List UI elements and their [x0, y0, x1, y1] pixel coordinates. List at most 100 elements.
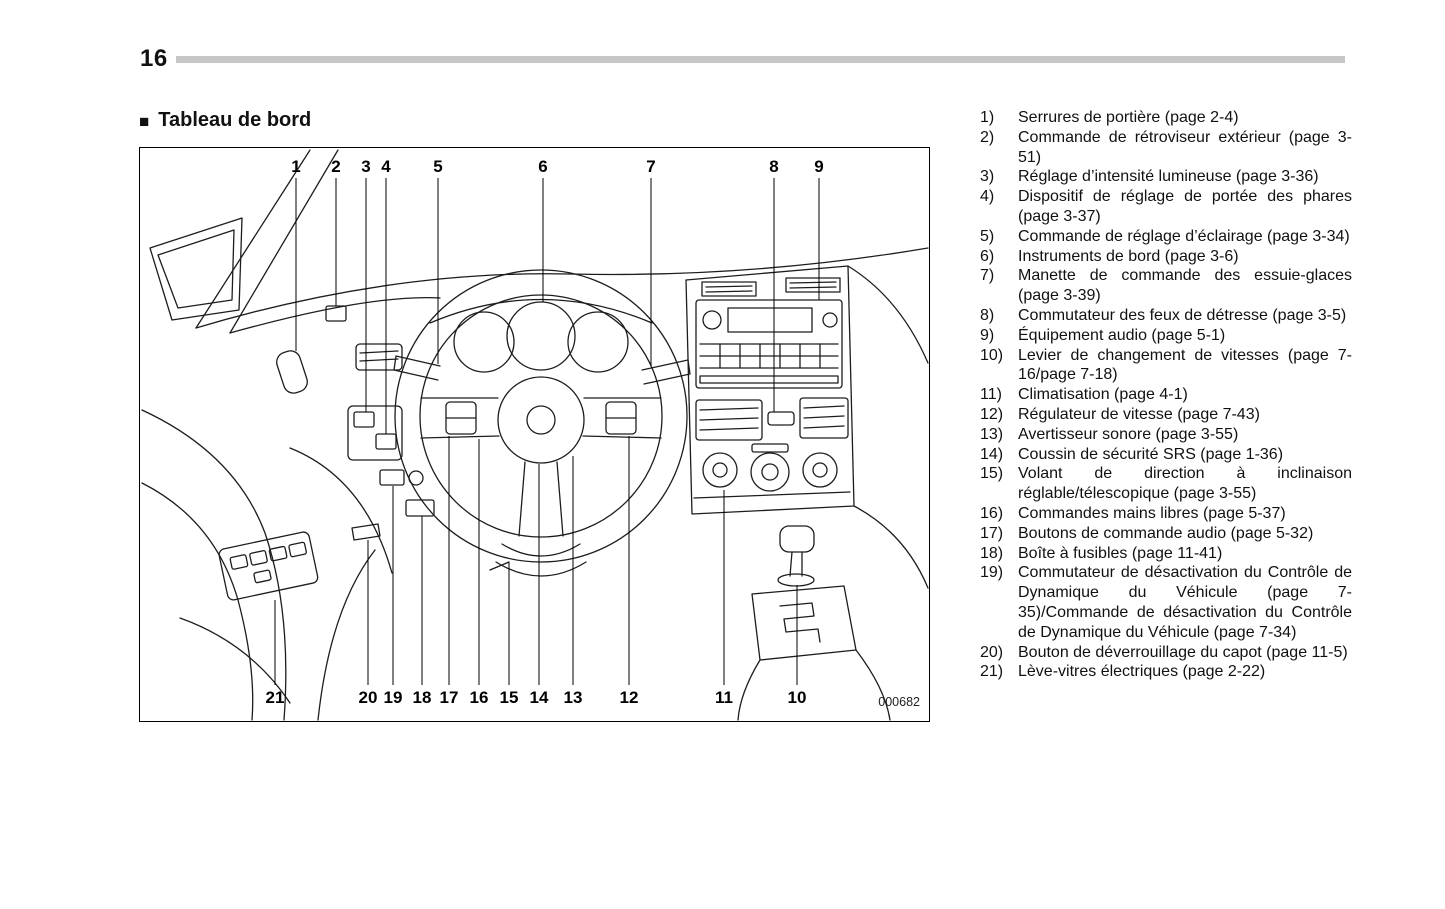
- callout-label: 1: [291, 157, 301, 176]
- callout-label: 11: [715, 688, 733, 707]
- legend-item-text: Manette de commande des essuie-glaces (p…: [1018, 267, 1352, 305]
- dashboard-diagram: 1 2 3 4 5 6 7 8 9 21 20 19 18 17 16 15 1…: [139, 147, 930, 722]
- legend-item-number: 18): [980, 544, 1004, 562]
- legend-item-number: 14): [980, 445, 1004, 463]
- callout-label: 18: [412, 688, 432, 707]
- headlight-stalk: [393, 355, 441, 381]
- legend-item-text: Instruments de bord (page 3-6): [1018, 247, 1239, 265]
- legend-item: 14)Coussin de sécurité SRS (page 1-36): [980, 445, 1352, 465]
- callout-label: 3: [361, 157, 371, 176]
- legend-item-number: 1): [980, 109, 995, 126]
- center-vents: [695, 397, 849, 441]
- steering-column: [489, 543, 587, 577]
- gear-shifter: [751, 525, 857, 661]
- legend-item-number: 11): [980, 386, 1002, 404]
- callout-label: 17: [439, 688, 459, 707]
- door-handle: [276, 350, 308, 394]
- legend-item-text: Boutons de commande audio (page 5-32): [1018, 524, 1314, 542]
- legend-item: 10)Levier de changement de vitesses (pag…: [980, 346, 1352, 386]
- legend-item-text: Commandes mains libres (page 5-37): [1018, 504, 1286, 522]
- callout-label: 13: [563, 688, 583, 707]
- callout-label: 19: [383, 688, 403, 707]
- knee-bolster: [289, 447, 393, 721]
- audio-unit: [695, 299, 843, 389]
- legend-item: 16) Commandes mains libres (page 5-37): [980, 504, 1352, 524]
- callout-label: 9: [814, 157, 824, 176]
- callout-label: 10: [787, 688, 807, 707]
- tilt-lever: [489, 561, 510, 571]
- callout-label: 21: [265, 688, 285, 707]
- callout-label: 16: [469, 688, 489, 707]
- legend-item-number: 16): [980, 504, 1004, 522]
- dashboard-line-art: [141, 149, 929, 721]
- legend-item-text: Lève-vitres électriques (page 2-22): [1018, 663, 1266, 681]
- callout-label: 12: [619, 688, 639, 707]
- callout-label: 4: [381, 157, 391, 176]
- legend-item: 4)Dispositif de réglage de portée des ph…: [980, 187, 1352, 227]
- right-dash-edges: [737, 265, 929, 721]
- callout-label: 20: [358, 688, 378, 707]
- square-bullet-icon: ■: [139, 112, 150, 131]
- figure-id: 000682: [878, 695, 920, 709]
- legend-item-number: 20): [980, 643, 1004, 661]
- hazard-switch: [767, 411, 795, 426]
- vdc-switch: [379, 469, 405, 486]
- instrument-cluster: [429, 298, 653, 373]
- legend-item: 9)Équipement audio (page 5-1): [980, 326, 1352, 346]
- climate-controls: [702, 443, 838, 492]
- legend-item-number: 2): [980, 128, 995, 146]
- wiper-stalk: [641, 359, 691, 385]
- header-rule: [175, 55, 1345, 63]
- legend-item-text: Climatisation (page 4-1): [1018, 386, 1188, 404]
- center-stack: [685, 265, 855, 515]
- legend-item-text: Bouton de déverrouillage du capot (page …: [1018, 643, 1348, 661]
- legend-item-number: 17): [980, 524, 1004, 542]
- legend-item: 5) Commande de réglage d’éclairage (page …: [980, 227, 1352, 247]
- a-pillar: [195, 149, 339, 334]
- legend-item-number: 3): [980, 168, 995, 186]
- legend-item: 2)Commande de rétroviseur extérieur (pag…: [980, 128, 1352, 168]
- legend-item: 7)Manette de commande des essuie-glaces …: [980, 266, 1352, 306]
- door-panel: [141, 350, 319, 721]
- legend-item-number: 8): [980, 306, 995, 324]
- legend-item: 11) Climatisation (page 4-1): [980, 385, 1352, 405]
- legend-item-number: 12): [980, 405, 1004, 423]
- legend-item-number: 5): [980, 227, 995, 245]
- side-mirror: [149, 217, 243, 321]
- dash-top-edge: [195, 247, 929, 334]
- window-switch-panel: [218, 531, 319, 601]
- section-title: ■ Tableau de bord: [139, 109, 311, 132]
- callout-label: 7: [646, 157, 656, 176]
- legend-item: 3)Réglage d’intensité lumineuse (page 3-…: [980, 167, 1352, 187]
- legend-item-text: Commutateur de désactivation du Contrôle…: [1018, 564, 1352, 641]
- hood-release-lever: [351, 523, 381, 541]
- legend-item: 1) Serrures de portière (page 2-4): [980, 108, 1352, 128]
- legend-item: 21) Lève-vitres électriques (page 2-22): [980, 662, 1352, 682]
- legend-item-number: 9): [980, 326, 995, 344]
- legend-item-text: Boîte à fusibles (page 11-41): [1018, 544, 1223, 562]
- page-number: 16: [140, 45, 168, 72]
- legend-item-number: 13): [980, 425, 1004, 443]
- fuse-box: [405, 499, 435, 517]
- callout-label: 14: [529, 688, 549, 707]
- legend-item-number: 21): [980, 663, 1004, 681]
- legend-item: 15)Volant de direction à inclinaison rég…: [980, 464, 1352, 504]
- legend-item-text: Commutateur des feux de détresse (page 3…: [1018, 306, 1347, 324]
- steering-wheel: [394, 269, 688, 563]
- legend-item-text: Commande de réglage d’éclairage (page 3-…: [1018, 227, 1350, 245]
- legend-item-text: Serrures de portière (page 2-4): [1018, 109, 1239, 126]
- legend-item-text: Avertisseur sonore (page 3-55): [1018, 425, 1239, 443]
- legend-item: 17) Boutons de commande audio (page 5-32): [980, 524, 1352, 544]
- callout-label: 5: [433, 157, 443, 176]
- legend-item: 18) Boîte à fusibles (page 11-41): [980, 544, 1352, 564]
- legend-item-text: Régulateur de vitesse (page 7-43): [1018, 405, 1260, 423]
- callout-label: 15: [499, 688, 519, 707]
- legend-item: 12) Régulateur de vitesse (page 7-43): [980, 405, 1352, 425]
- callout-label: 6: [538, 157, 548, 176]
- legend-item-text: Dispositif de réglage de portée des phar…: [1018, 188, 1352, 225]
- leader-lines: [274, 178, 820, 685]
- legend-item-text: Levier de changement de vitesses (page 7…: [1018, 346, 1352, 384]
- legend-item: 13) Avertisseur sonore (page 3-55): [980, 425, 1352, 445]
- legend-item-number: 6): [980, 247, 995, 265]
